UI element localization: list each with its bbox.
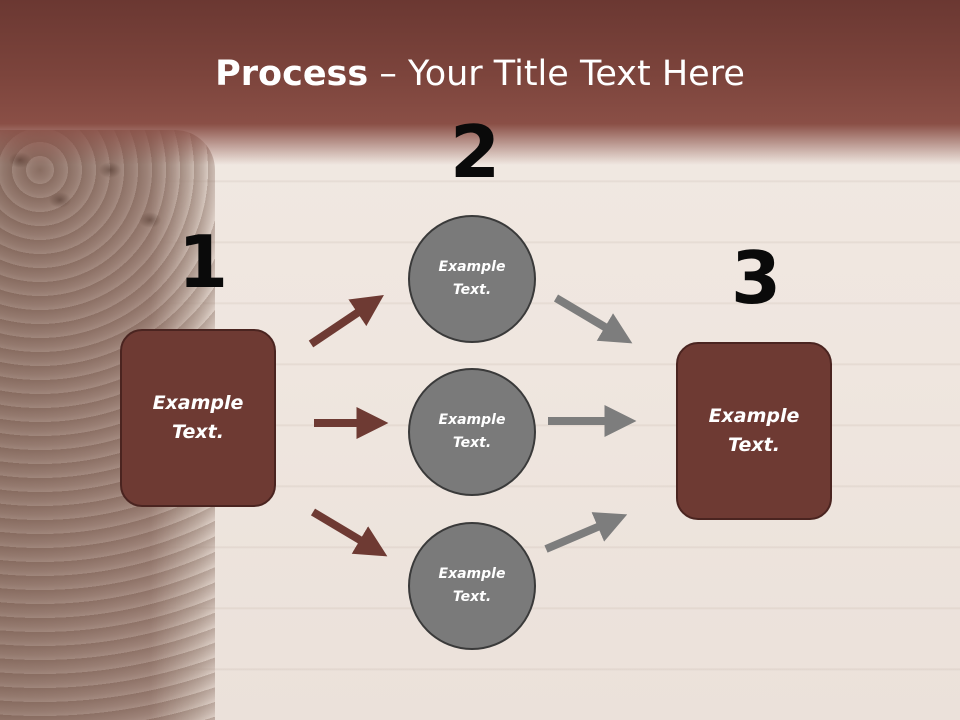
arrow-from-top-circle: [553, 294, 633, 344]
step-2-circle-middle: Example Text.: [408, 368, 536, 496]
circle-top-text: Example Text.: [438, 259, 506, 298]
step-1-box: Example Text.: [120, 329, 276, 507]
circle-middle-text: Example Text.: [438, 412, 506, 451]
step-2-circle-bottom: Example Text.: [408, 522, 536, 650]
step-number-1: 1: [178, 220, 229, 304]
title-bold: Process: [215, 54, 369, 94]
arrow-to-bottom-circle: [310, 508, 388, 557]
slide-title: Process – Your Title Text Here: [0, 52, 960, 96]
title-rest: – Your Title Text Here: [368, 54, 745, 94]
step-3-box: Example Text.: [676, 342, 832, 520]
circle-bottom-text: Example Text.: [438, 566, 506, 605]
step-1-text: Example Text.: [152, 392, 244, 443]
arrow-to-top-circle: [308, 294, 384, 348]
step-number-2: 2: [450, 110, 501, 194]
arrow-from-bottom-circle: [544, 512, 628, 553]
title-bar: [0, 0, 960, 165]
step-2-circle-top: Example Text.: [408, 215, 536, 343]
step-3-text: Example Text.: [708, 405, 800, 456]
step-number-3: 3: [731, 236, 782, 320]
